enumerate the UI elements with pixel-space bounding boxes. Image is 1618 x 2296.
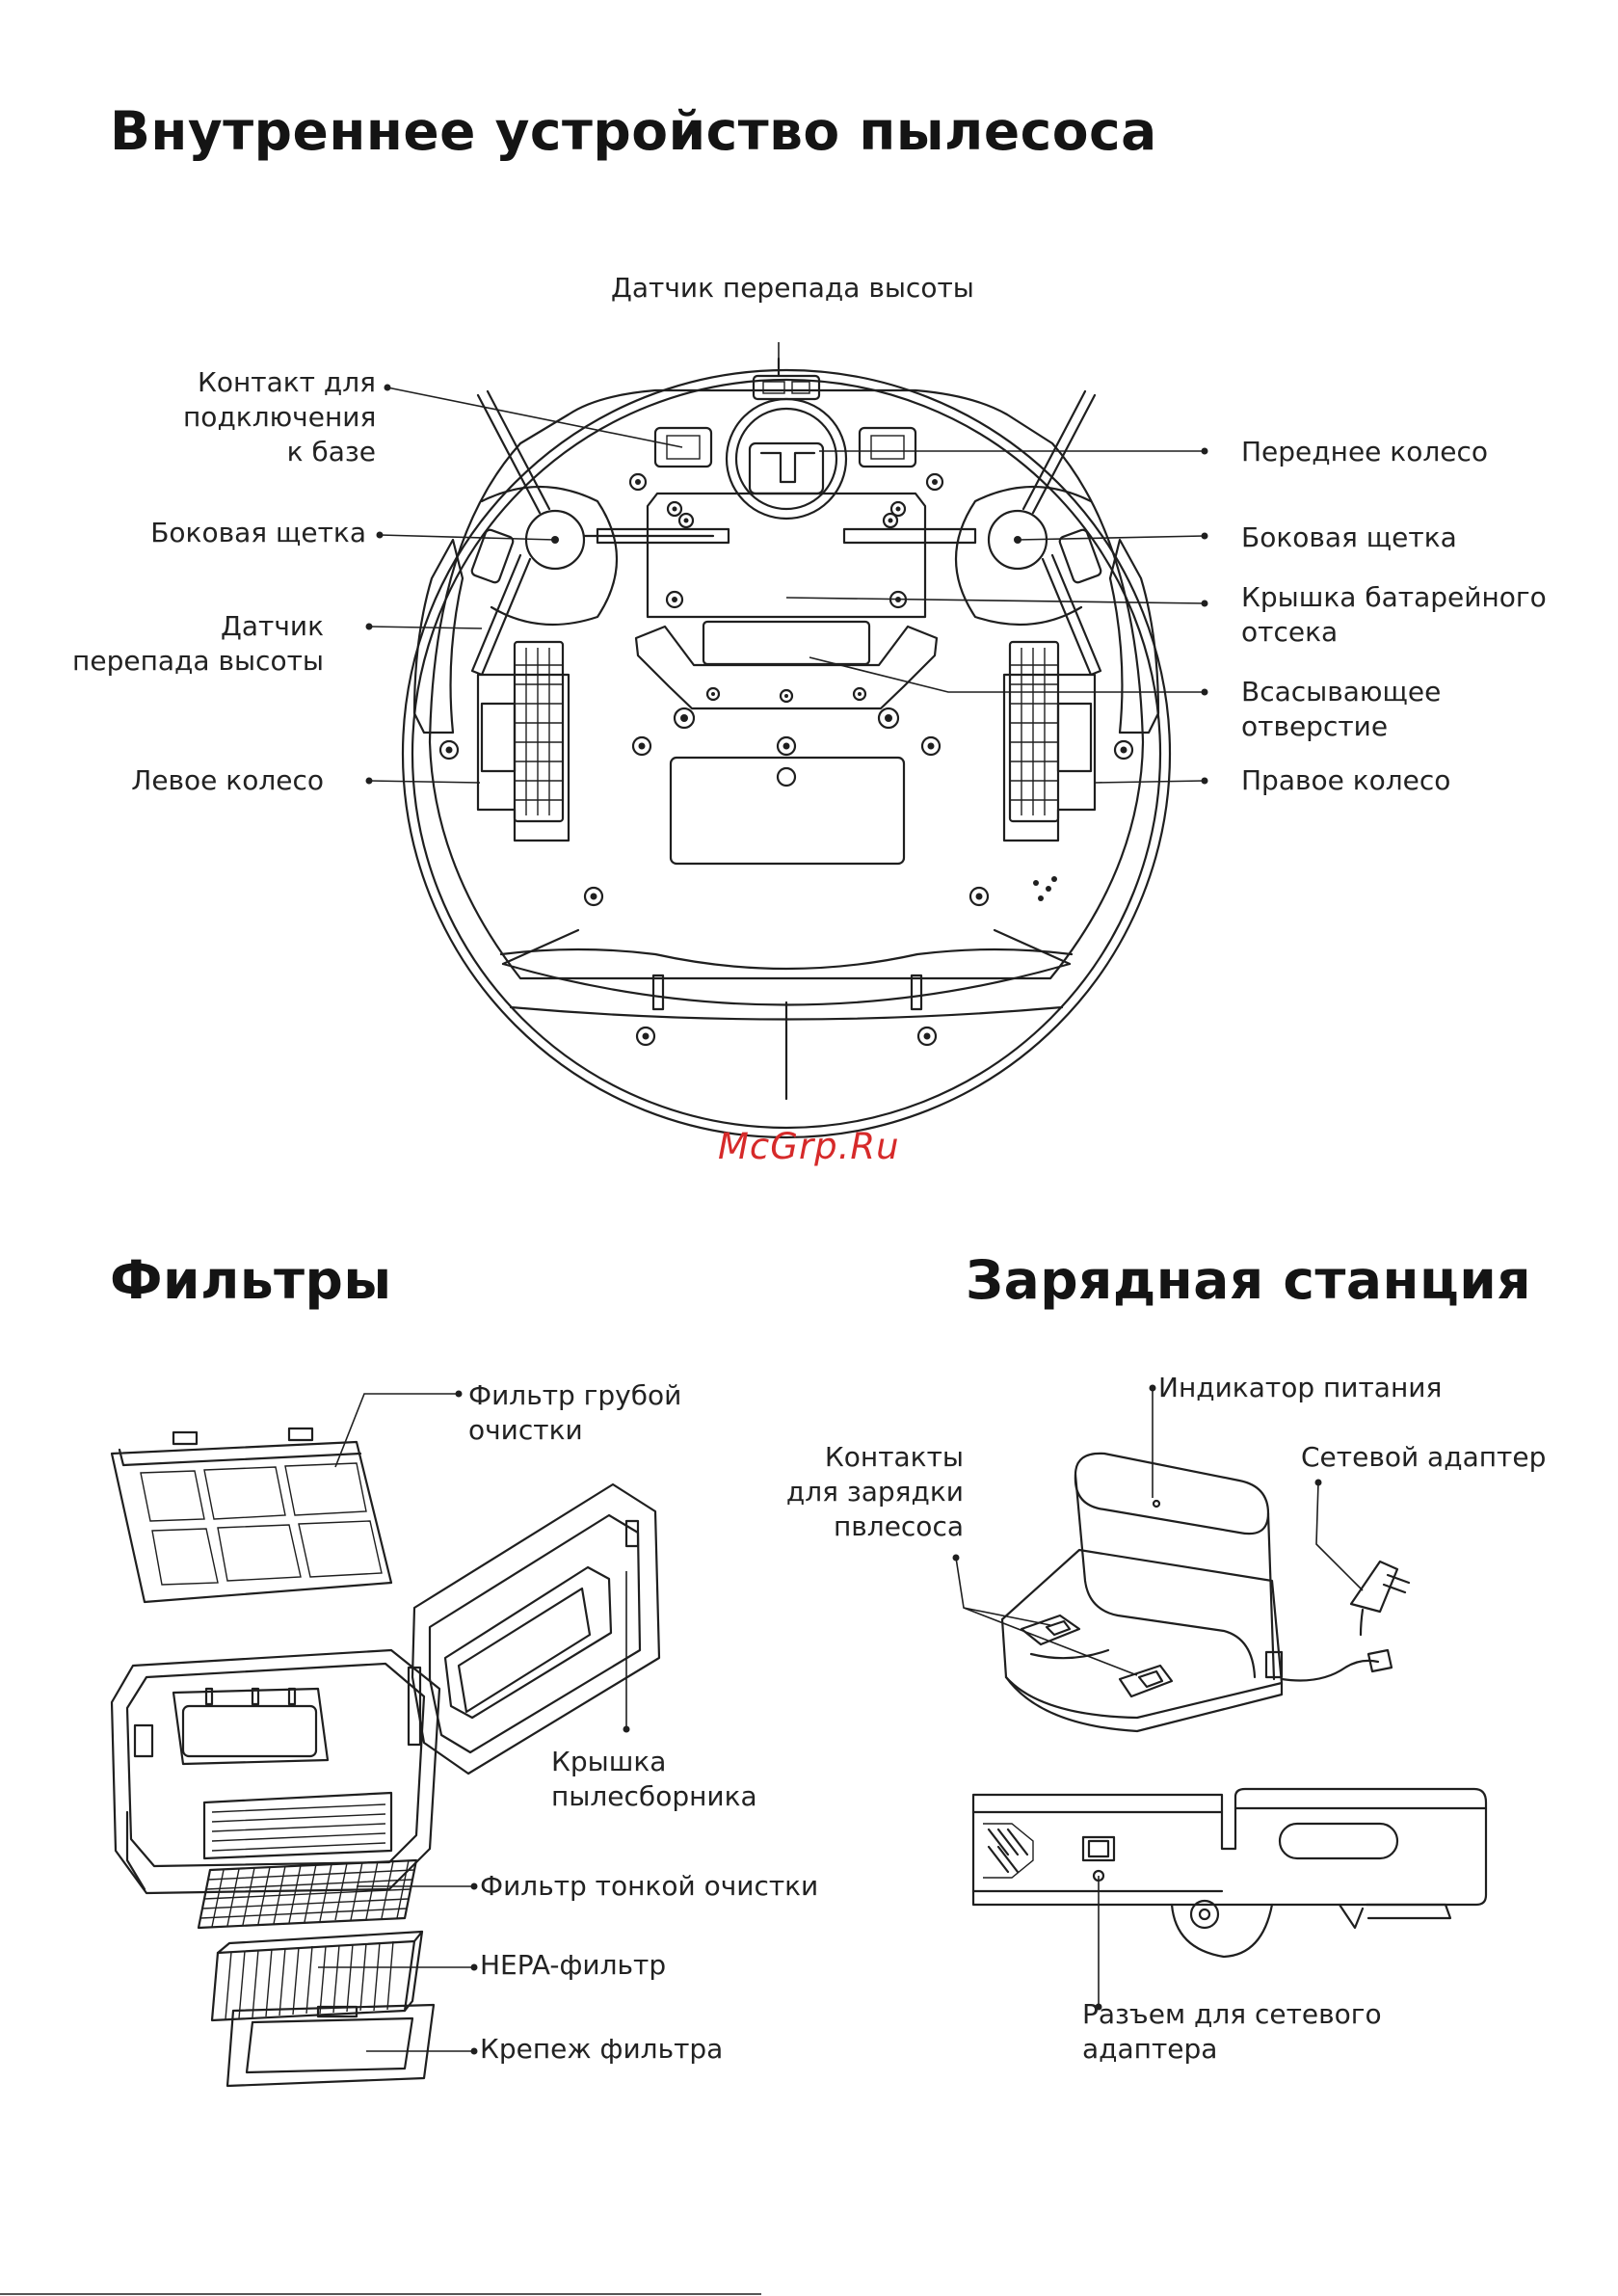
label-dustbin-lid: Крышка пылесборника	[551, 1745, 757, 1814]
label-line: перепада высоты	[72, 645, 324, 677]
label-line: отверстие	[1241, 710, 1389, 742]
station-section-title: Зарядная станция	[966, 1249, 1532, 1311]
label-battery-cover: Крышка батарейного отсека	[1241, 580, 1547, 650]
label-line: Крышка батарейного	[1241, 581, 1547, 613]
label-cliff-sensor-top: Датчик перепада высоты	[611, 272, 974, 304]
label-side-brush-right: Боковая щетка	[1241, 521, 1457, 553]
left-wheel-tread	[515, 648, 563, 815]
label-line: Контакты	[824, 1441, 964, 1473]
label-coarse-filter: Фильтр грубой очистки	[468, 1378, 681, 1448]
hepa-pleats	[225, 1940, 394, 2020]
label-line: Всасывающее	[1241, 676, 1442, 707]
robot-bottom-view	[365, 342, 1208, 1139]
label-suction-inlet: Всасывающее отверстие	[1241, 675, 1441, 744]
filters-exploded-view	[110, 1390, 661, 2088]
label-power-adapter: Сетевой адаптер	[1301, 1441, 1547, 1473]
label-line: очистки	[468, 1414, 583, 1446]
label-base-contact: Контакт для подключения к базе	[183, 365, 376, 469]
charging-station-view	[952, 1384, 1488, 2011]
label-line: пвлесоса	[833, 1510, 964, 1542]
label-line: подключения	[183, 401, 377, 433]
label-line: пылесборника	[551, 1780, 757, 1812]
label-hepa-filter: HEPA-фильтр	[480, 1949, 667, 1981]
label-front-wheel: Переднее колесо	[1241, 436, 1488, 467]
label-line: Крышка	[551, 1746, 667, 1777]
label-adapter-socket: Разъем для сетевого адаптера	[1082, 1997, 1382, 2067]
label-line: для зарядки	[785, 1476, 964, 1508]
label-line: адаптера	[1082, 2033, 1218, 2065]
dustbin-grille	[211, 1803, 386, 1852]
label-power-indicator: Индикатор питания	[1158, 1372, 1443, 1403]
filters-section-title: Фильтры	[110, 1249, 392, 1311]
label-line: Разъем для сетевого	[1082, 1998, 1382, 2030]
label-line: Фильтр грубой	[468, 1379, 682, 1411]
label-line: Контакт для	[197, 366, 376, 398]
label-right-wheel: Правое колесо	[1241, 764, 1451, 796]
label-line: отсека	[1241, 616, 1339, 648]
label-cliff-sensor-left: Датчик перепада высоты	[58, 609, 324, 679]
label-left-wheel: Левое колесо	[131, 764, 324, 796]
right-wheel-tread	[1010, 648, 1058, 815]
watermark: McGrp.Ru	[718, 1126, 900, 1167]
label-line: к базе	[286, 436, 376, 467]
label-side-brush-left: Боковая щетка	[150, 517, 366, 548]
label-line: Датчик	[221, 610, 324, 642]
page-title: Внутреннее устройство пылесоса	[110, 100, 1157, 162]
label-charging-contacts: Контакты для зарядки пвлесоса	[752, 1440, 964, 1544]
fine-filter-mesh	[199, 1859, 415, 1928]
label-fine-filter: Фильтр тонкой очистки	[480, 1870, 819, 1902]
label-filter-holder: Крепеж фильтра	[480, 2033, 724, 2065]
station-vent	[983, 1823, 1034, 1879]
